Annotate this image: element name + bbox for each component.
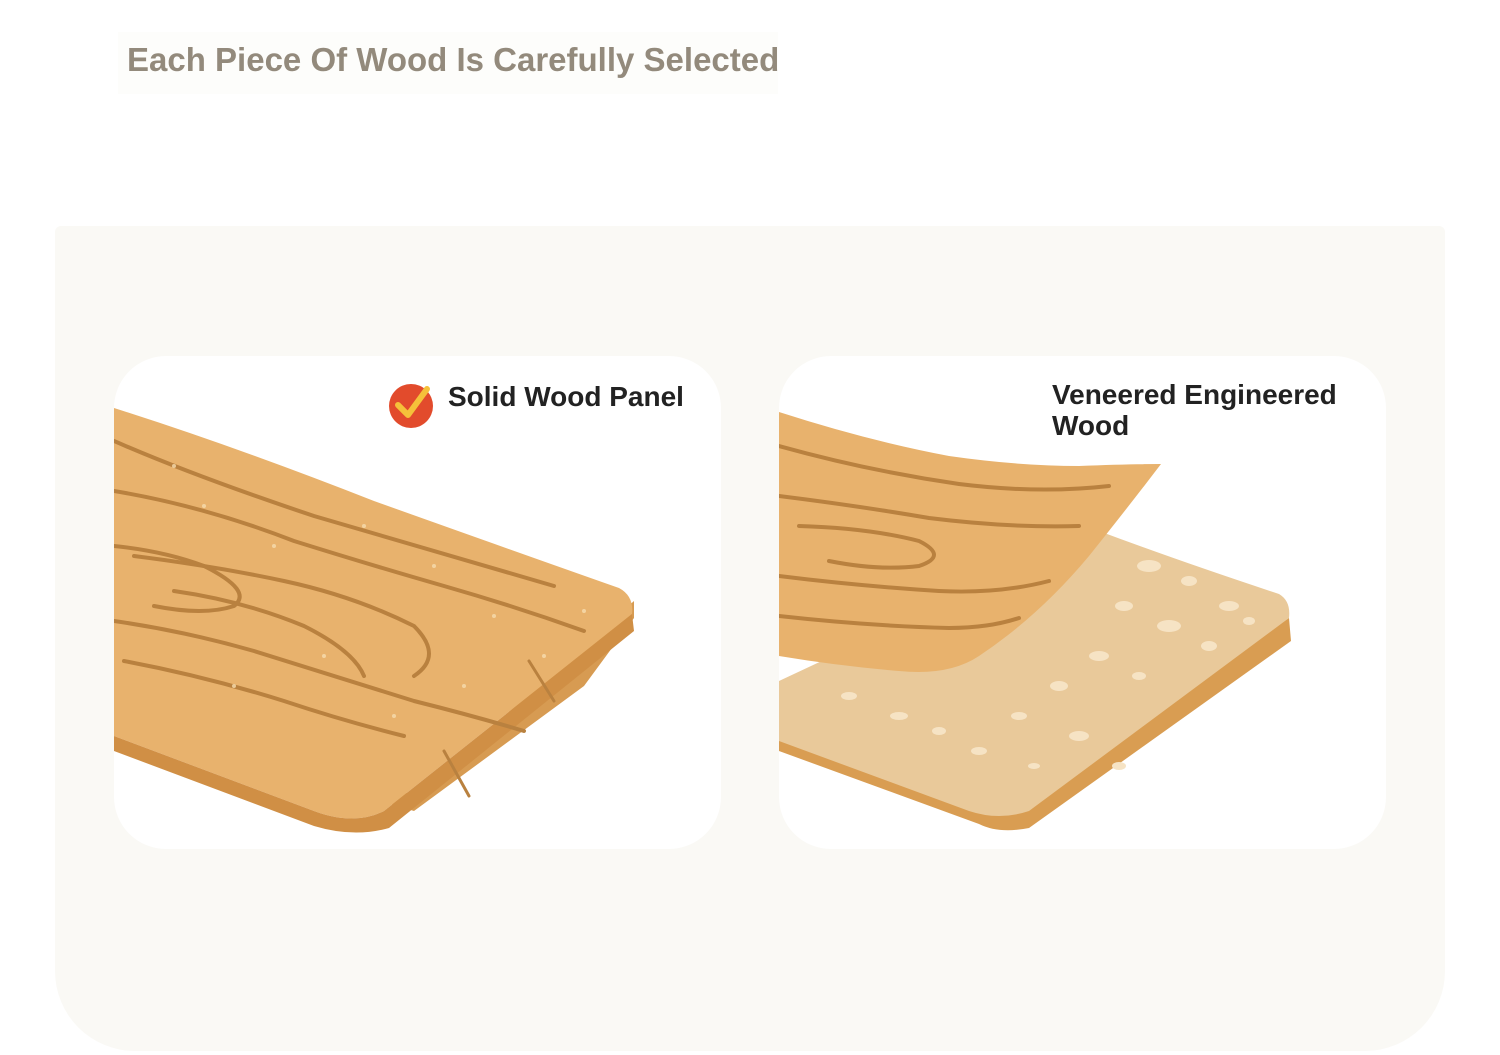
veneered-wood-illustration [779,412,1291,831]
solid-wood-card: Solid Wood Panel [114,356,721,849]
veneered-wood-card: Veneered Engineered Wood [779,356,1386,849]
page-title: Each Piece Of Wood Is Carefully Selected [118,32,779,94]
solid-wood-label: Solid Wood Panel [448,381,684,412]
veneered-wood-label: Veneered Engineered Wood [1052,379,1337,441]
solid-wood-plank-illustration [114,408,634,833]
check-badge-icon [389,384,433,428]
